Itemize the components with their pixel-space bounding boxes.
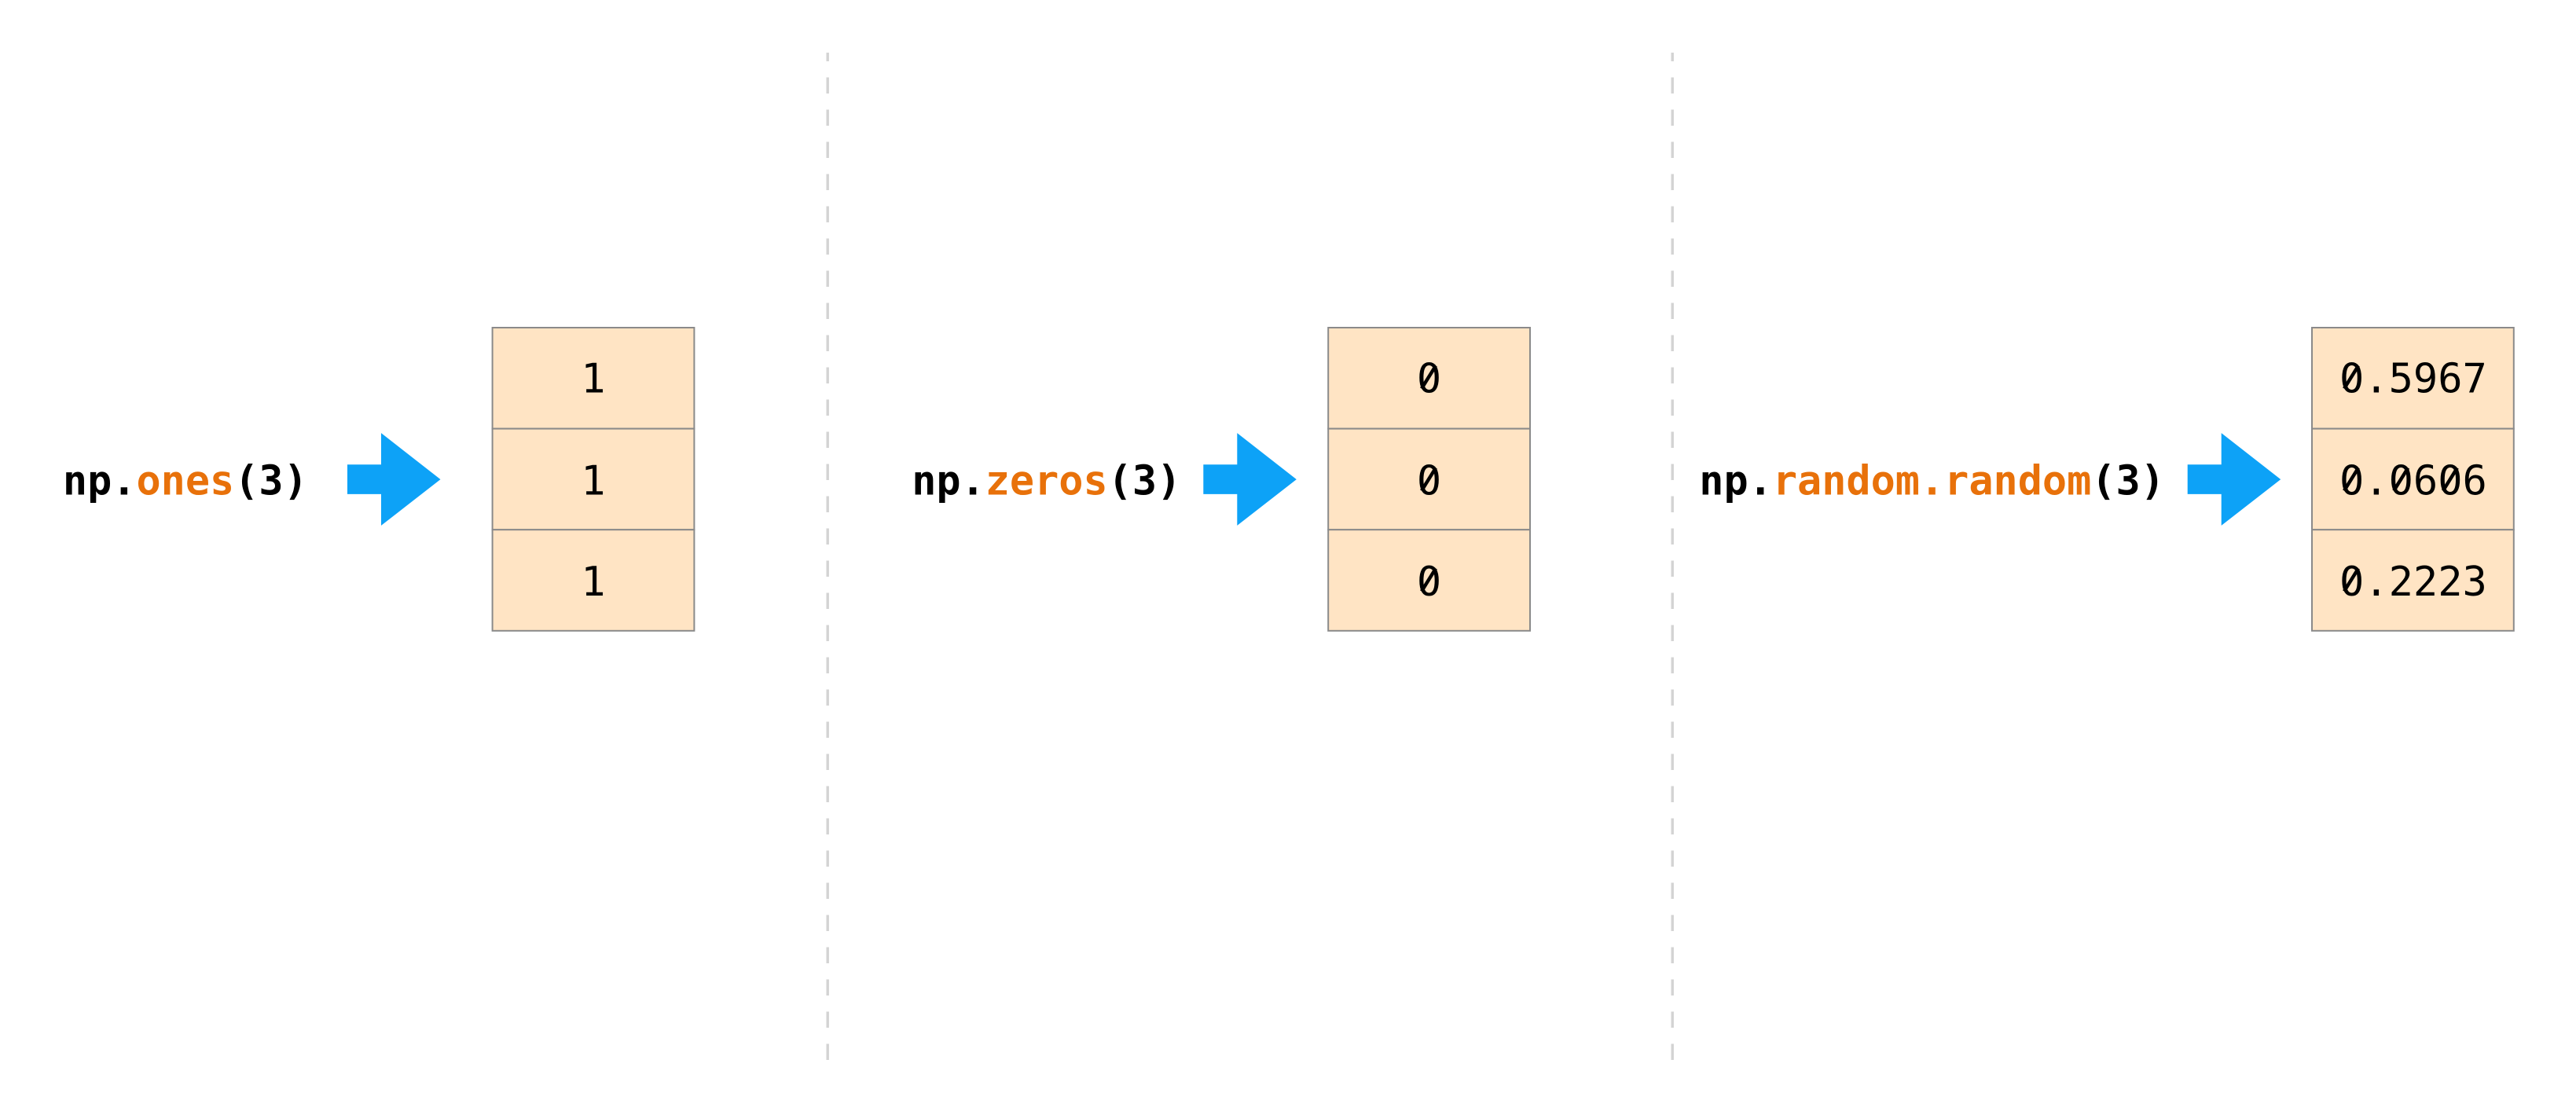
svg-text:1: 1: [581, 559, 605, 606]
svg-text:1: 1: [581, 458, 605, 505]
svg-text:1: 1: [581, 356, 605, 403]
svg-text:0.0606: 0.0606: [2339, 458, 2487, 505]
svg-text:np.random.random(3): np.random.random(3): [1699, 458, 2165, 505]
svg-text:0.2223: 0.2223: [2339, 559, 2487, 606]
svg-text:0.5967: 0.5967: [2339, 356, 2487, 403]
svg-text:np.zeros(3): np.zeros(3): [912, 458, 1181, 505]
svg-text:np.ones(3): np.ones(3): [63, 458, 308, 505]
